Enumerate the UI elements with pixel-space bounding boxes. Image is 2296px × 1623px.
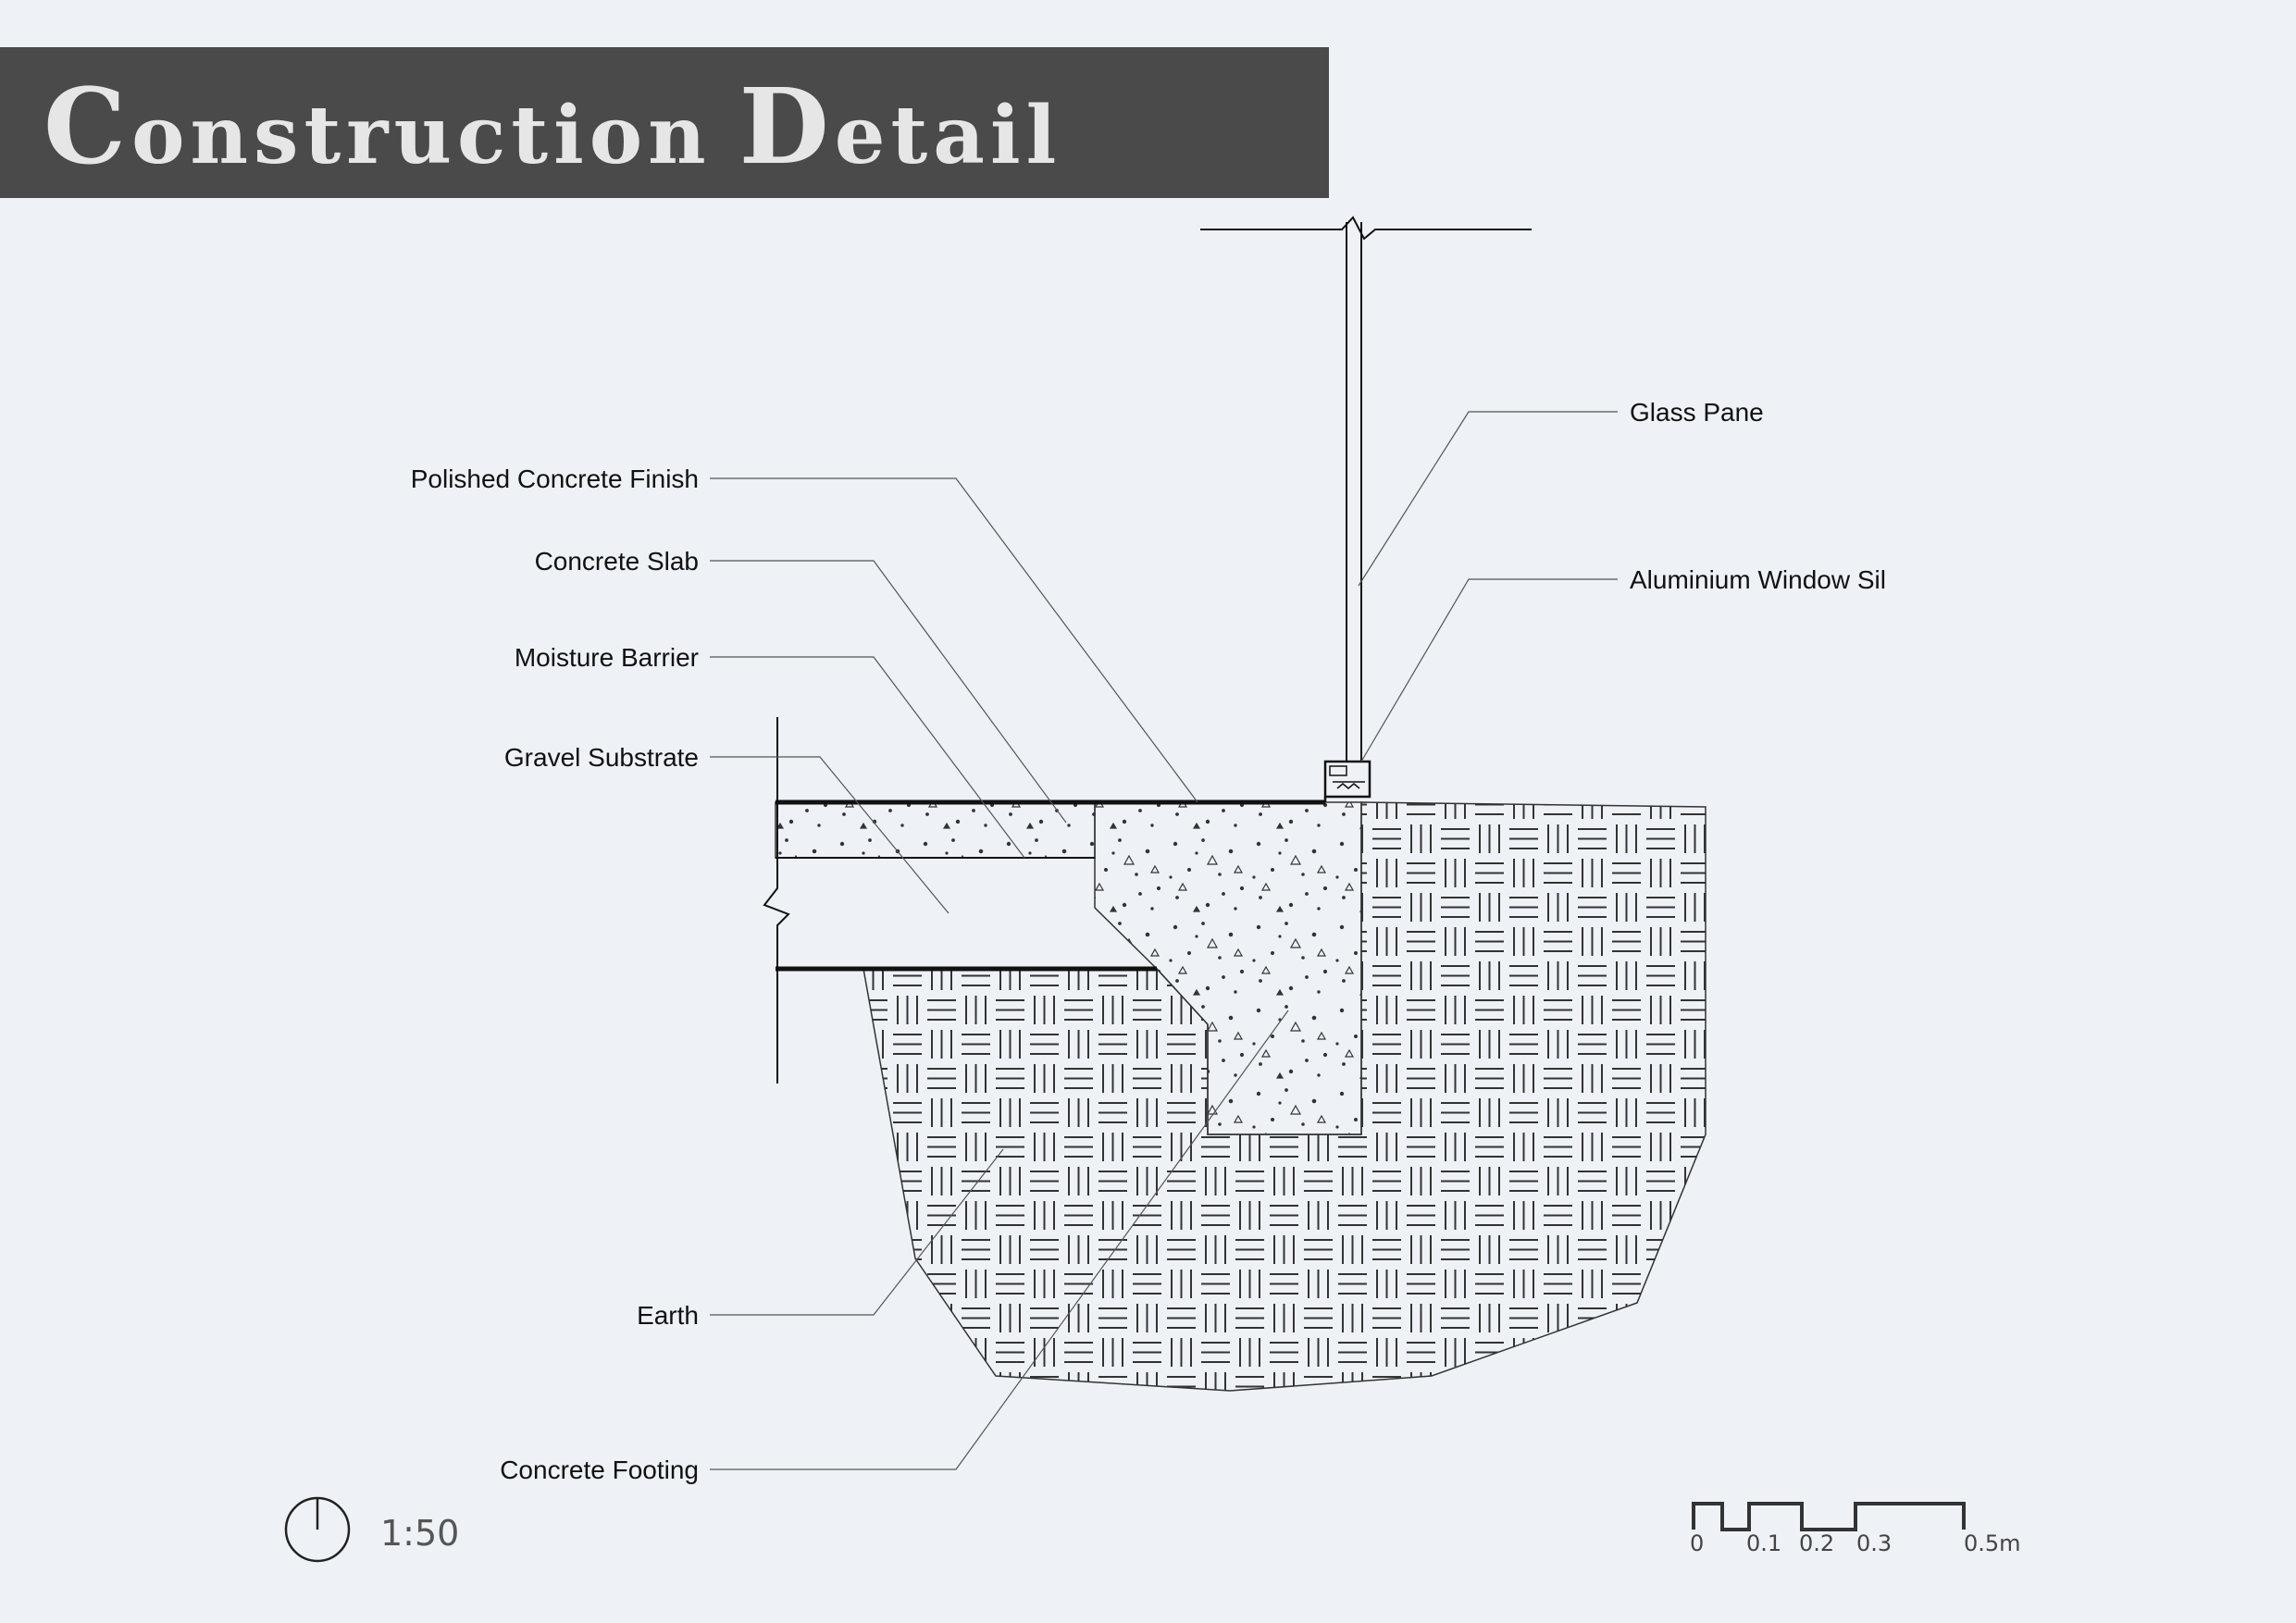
glass-pane [1200,216,1532,762]
label-moisture-barrier: Moisture Barrier [515,643,699,672]
label-gravel-substrate: Gravel Substrate [504,743,699,772]
label-aluminium-window-sill: Aluminium Window Sil [1630,565,1886,594]
label-concrete-slab: Concrete Slab [535,547,699,576]
leader-lines [710,411,1618,1470]
concrete-footing [1094,801,1362,1135]
break-line-left [763,717,790,1084]
scale-tick-label: 0.1 [1746,1530,1781,1556]
scale-tick-label: 0 [1690,1530,1704,1556]
scale-tick-label: 0.5m [1964,1530,2021,1556]
scale-tick-label: 0.2 [1799,1530,1834,1556]
concrete-slab [775,801,1096,859]
label-glass-pane: Glass Pane [1630,398,1764,427]
label-polished-concrete-finish: Polished Concrete Finish [411,465,699,493]
aluminium-window-sill [1323,760,1371,802]
north-arrow-icon [284,1496,351,1563]
scale-tick-label: 0.3 [1856,1530,1892,1556]
label-earth: Earth [637,1301,699,1330]
scale-ratio: 1:50 [380,1513,459,1554]
label-concrete-footing: Concrete Footing [500,1456,699,1484]
scale-bar [1692,1502,1966,1531]
